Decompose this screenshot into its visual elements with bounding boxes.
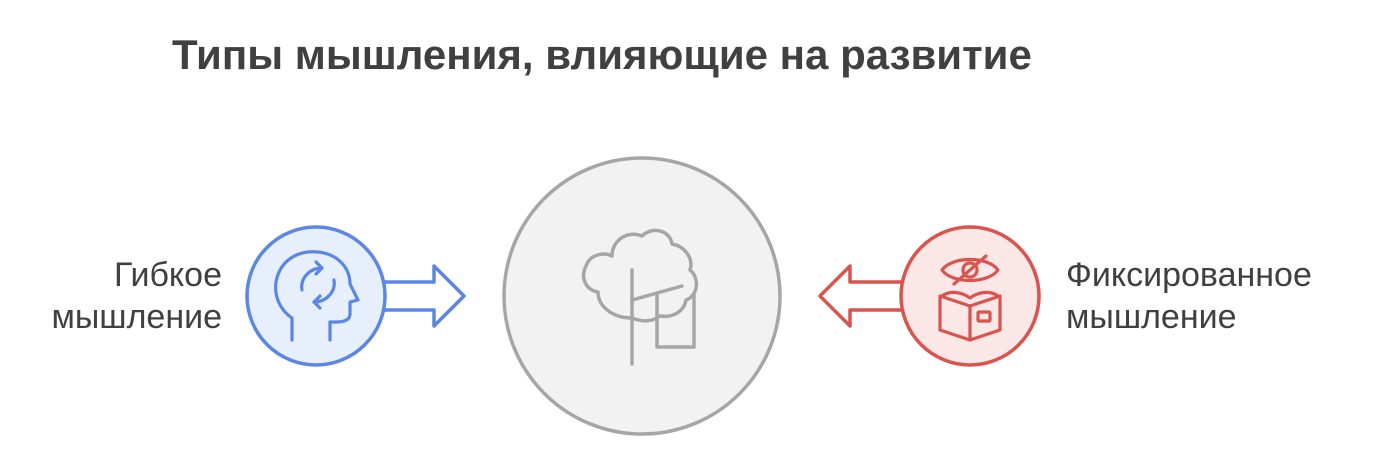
flexible-mindset-node [245, 225, 466, 367]
eye-slash-book-icon [938, 254, 1002, 342]
flexible-mindset-circle [245, 225, 387, 367]
page-title: Типы мышления, влияющие на развитие [172, 31, 1032, 78]
flexible-mindset-label-line1: Гибкое [113, 256, 222, 294]
flexible-mindset-label: Гибкое мышление [0, 254, 222, 338]
fixed-mindset-label: Фиксированное мышление [1066, 254, 1366, 338]
flexible-mindset-label-line2: мышление [51, 298, 222, 336]
fixed-mindset-label-line1: Фиксированное [1066, 256, 1312, 294]
tree-growth-icon [581, 228, 699, 366]
fixed-mindset-node [818, 225, 1041, 367]
left-arrow-icon [818, 264, 912, 328]
center-node [502, 156, 782, 436]
head-with-cycle-arrows-icon [274, 250, 360, 342]
fixed-mindset-label-line2: мышление [1066, 298, 1237, 336]
fixed-mindset-circle [899, 225, 1041, 367]
